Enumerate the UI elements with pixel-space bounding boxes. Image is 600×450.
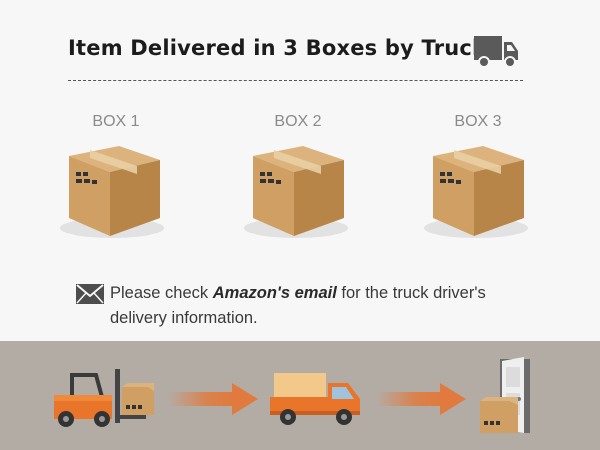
page-title: Item Delivered in 3 Boxes by Truck [68,36,487,60]
envelope-icon [76,284,104,304]
box-3-label: BOX 3 [454,113,502,130]
box-at-door-icon [480,357,530,433]
box-3-cardboard-box-icon [424,146,528,238]
box-1-label: BOX 1 [92,113,140,130]
note-text-after: for the truck driver's delivery informat… [110,284,486,327]
box-2-label: BOX 2 [274,113,322,130]
arrow-right-icon [168,383,258,415]
forklift-with-box-icon [54,369,154,427]
truck-icon [474,36,518,68]
note-text: Please check Amazon's email for the truc… [110,281,530,331]
header-divider [68,80,523,81]
box-1-cardboard-box-icon [60,146,164,238]
note-text-before: Please check [110,284,213,302]
box-2-cardboard-box-icon [244,146,348,238]
note-emphasis: Amazon's email [212,284,337,302]
delivery-process-band [0,341,600,450]
delivery-truck-icon [270,373,360,425]
arrow-right-icon [376,383,466,415]
